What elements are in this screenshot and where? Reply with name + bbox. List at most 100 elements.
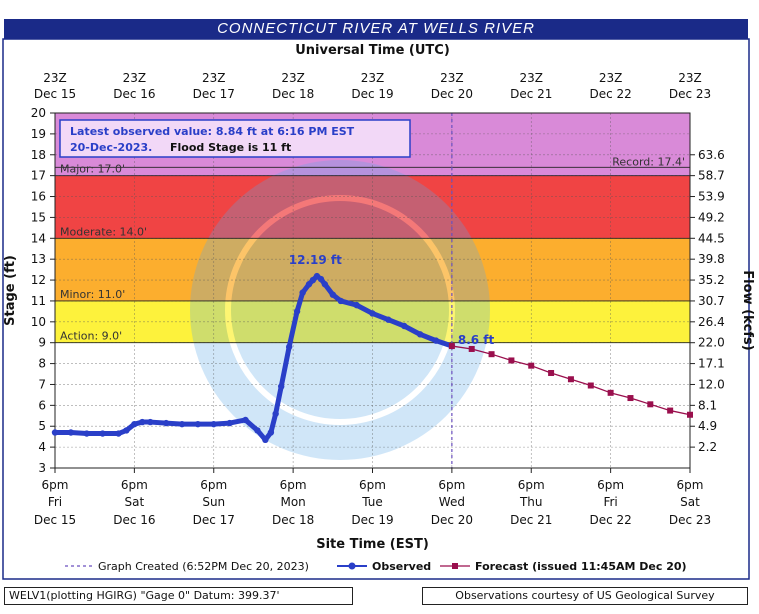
info-box-latest-value: Latest observed value: 8.84 ft at 6:16 P… [70, 125, 355, 138]
gage-datum-note: WELV1(plotting HGIRG) "Gage 0" Datum: 39… [4, 587, 353, 605]
observed-point [242, 416, 249, 424]
y-tick-label: 5 [38, 419, 46, 433]
top-tick-time: 23Z [520, 71, 544, 85]
top-tick-time: 23Z [43, 71, 67, 85]
x-tick-date: Dec 22 [589, 513, 631, 527]
y2-tick-label: 63.6 [698, 148, 725, 162]
x-tick-time: 6pm [121, 478, 148, 492]
top-tick-date: Dec 20 [431, 87, 473, 101]
observed-point [267, 429, 275, 436]
y-tick-label: 8 [38, 357, 46, 371]
x-tick-date: Dec 19 [351, 513, 393, 527]
x-tick-time: 6pm [677, 478, 704, 492]
legend-observed-label: Observed [372, 560, 431, 573]
observed-point [285, 343, 293, 351]
top-tick-date: Dec 23 [669, 87, 711, 101]
observed-point [147, 418, 154, 426]
forecast-point [647, 401, 654, 408]
forecast-point [508, 357, 515, 364]
observed-point [262, 436, 269, 444]
y2-axis-title: Flow (kcfs) [740, 270, 755, 350]
y-tick-label: 17 [31, 169, 46, 183]
observed-point [67, 429, 75, 436]
legend-observed-marker [348, 562, 356, 570]
y2-tick-label: 39.8 [698, 252, 725, 266]
legend-forecast-marker [452, 563, 458, 569]
top-tick-date: Dec 16 [113, 87, 155, 101]
watermark-disc [190, 160, 490, 460]
forecast-point [587, 382, 594, 389]
forecast-point [687, 411, 693, 418]
observed-point [305, 281, 313, 288]
x-tick-day: Sat [680, 495, 700, 509]
forecast-point [528, 362, 535, 369]
x-tick-date: Dec 16 [113, 513, 155, 527]
observed-point [210, 420, 217, 428]
y2-tick-label: 35.2 [698, 273, 725, 287]
y-tick-label: 4 [38, 440, 46, 454]
forecast-point [627, 395, 634, 402]
top-tick-time: 23Z [281, 71, 305, 85]
observed-point [254, 427, 261, 434]
y-tick-label: 7 [38, 377, 46, 391]
forecast-point [607, 389, 614, 396]
observed-point [299, 289, 306, 296]
x-tick-time: 6pm [597, 478, 624, 492]
observed-point [115, 430, 122, 437]
forecast-point [488, 351, 495, 358]
observed-point [139, 418, 146, 426]
x-tick-day: Fri [603, 495, 617, 509]
y2-tick-label: 26.4 [698, 315, 725, 329]
legend-forecast-label: Forecast (issued 11:45AM Dec 20) [475, 560, 687, 573]
x-tick-time: 6pm [438, 478, 465, 492]
observed-point [321, 281, 329, 288]
x-tick-time: 6pm [359, 478, 386, 492]
top-tick-date: Dec 22 [589, 87, 631, 101]
flood-label-moderate: Moderate: 14.0' [60, 225, 147, 238]
y-tick-label: 3 [38, 461, 46, 475]
top-tick-time: 23Z [202, 71, 226, 85]
y2-tick-label: 44.5 [698, 231, 725, 245]
top-tick-date: Dec 21 [510, 87, 552, 101]
top-tick-date: Dec 15 [34, 87, 76, 101]
observed-point [337, 297, 344, 305]
record-label: Record: 17.4' [612, 155, 685, 168]
y2-tick-label: 4.9 [698, 419, 717, 433]
x-tick-day: Sun [202, 495, 225, 509]
observed-point [83, 430, 90, 437]
y-tick-label: 15 [31, 210, 46, 224]
x-tick-date: Dec 18 [272, 513, 314, 527]
chart-title: CONNECTICUT RIVER AT WELLS RIVER [4, 19, 748, 39]
value-annotation: 8.6 ft [458, 333, 495, 347]
y2-tick-label: 53.9 [698, 190, 725, 204]
y-tick-label: 20 [31, 106, 46, 120]
x-tick-time: 6pm [518, 478, 545, 492]
observed-point [317, 275, 325, 283]
x-tick-date: Dec 17 [193, 513, 235, 527]
x-tick-date: Dec 20 [431, 513, 473, 527]
x-tick-day: Sat [125, 495, 145, 509]
top-tick-time: 23Z [123, 71, 147, 85]
info-box-date: 20-Dec-2023. [70, 141, 152, 154]
observed-point [131, 420, 138, 428]
top-tick-time: 23Z [440, 71, 464, 85]
y2-tick-label: 12.0 [698, 377, 725, 391]
observed-point [51, 429, 59, 436]
observed-point [272, 410, 279, 417]
y-tick-label: 9 [38, 336, 46, 350]
x-tick-day: Tue [361, 495, 383, 509]
y2-tick-label: 17.1 [698, 357, 725, 371]
y-axis-title: Stage (ft) [3, 255, 18, 326]
y2-tick-label: 8.1 [698, 398, 717, 412]
x-tick-date: Dec 15 [34, 513, 76, 527]
observed-point [99, 430, 106, 437]
observed-point [329, 291, 337, 298]
x-axis-title: Site Time (EST) [316, 537, 429, 552]
legend-created-label: Graph Created (6:52PM Dec 20, 2023) [98, 560, 309, 573]
top-tick-date: Dec 19 [351, 87, 393, 101]
flood-label-minor: Minor: 11.0' [60, 288, 125, 301]
observed-point [123, 427, 130, 434]
x-tick-day: Fri [48, 495, 62, 509]
